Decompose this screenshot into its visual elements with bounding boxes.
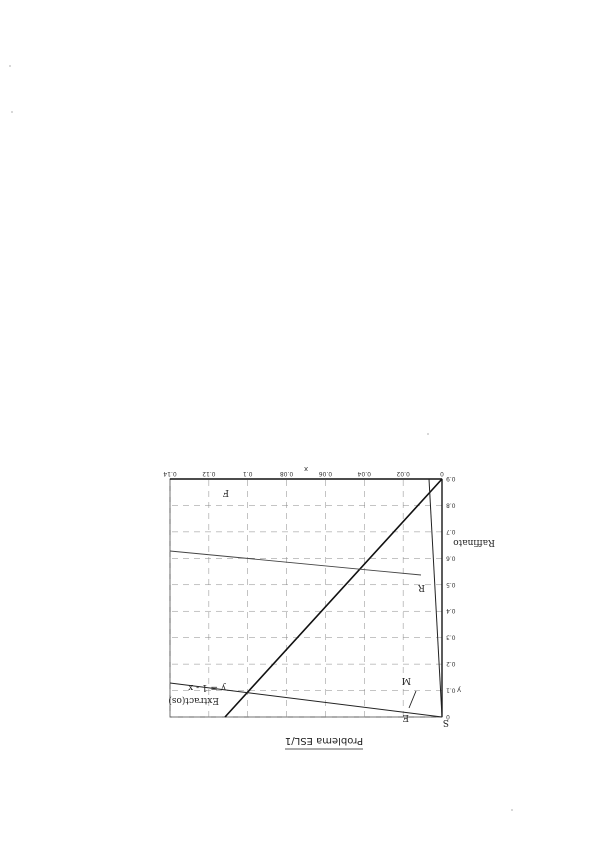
x-tick-label: 0.12	[202, 470, 216, 477]
x-tick-label: 0.04	[357, 470, 371, 477]
y-tick-label: 0.3	[446, 634, 456, 641]
x-tick-label: 0.14	[163, 470, 177, 477]
y-tick-label: 0.1	[446, 687, 456, 694]
grid-lines	[169, 478, 443, 718]
tie-line	[169, 550, 422, 576]
y-tick-label: 0.2	[446, 660, 456, 667]
scan-speck	[9, 65, 11, 67]
scan-speck	[427, 433, 429, 435]
x-tick-label: 0.08	[280, 470, 294, 477]
label-point-S: S	[443, 717, 449, 727]
annotation-extract: Extract(os)	[168, 695, 219, 706]
y-tick-label: 0.6	[446, 554, 456, 561]
y-tick-label: 0.9	[446, 475, 456, 482]
y-axis-title: y	[457, 686, 461, 694]
mixing-line	[408, 690, 417, 709]
x-tick-label: 0	[440, 470, 444, 477]
plot-frame	[169, 478, 443, 718]
extract-curve	[169, 682, 443, 718]
label-point-M: M	[402, 675, 411, 685]
x-tick-label: 0.06	[319, 470, 333, 477]
y-tick-label: 0.8	[446, 501, 456, 508]
scan-speck	[511, 809, 513, 811]
annotation-equation: y = 1 - x	[188, 682, 227, 692]
x-tick-label: 0.1	[243, 470, 253, 477]
x-tick-labels: 0 0.02 0.04 0.06 0.08 0.1 0.12 0.14	[163, 470, 444, 477]
scan-speck	[11, 111, 13, 113]
label-point-R: R	[418, 582, 425, 592]
y-tick-label: 0.4	[446, 607, 456, 614]
figure-caption: Problema ESL/1	[285, 735, 363, 746]
label-point-E: E	[402, 712, 409, 722]
annotation-raffinate: Raffinato	[453, 537, 495, 547]
x-axis-title: x	[304, 465, 308, 473]
y-tick-label: 0	[446, 713, 450, 720]
y-tick-label: 0.7	[446, 528, 456, 535]
label-point-F: F	[223, 487, 229, 497]
raffinate-curve	[428, 478, 443, 718]
x-tick-label: 0.02	[396, 470, 410, 477]
y-tick-labels: 0 0.1 0.2 0.3 0.4 0.5 0.6 0.7 0.8 0.9	[446, 475, 456, 720]
hypotenuse-line	[224, 478, 443, 718]
y-tick-label: 0.5	[446, 581, 456, 588]
